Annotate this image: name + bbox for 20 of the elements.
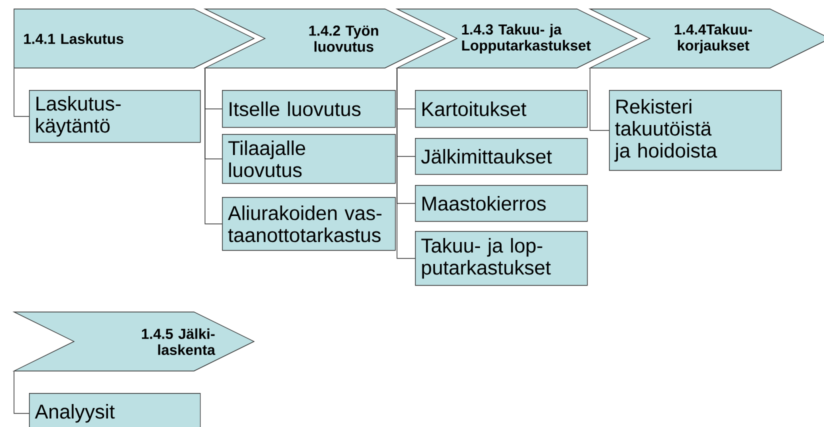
task-box: Maastokierros [415,185,588,222]
connector-line [204,68,222,224]
phase-banner: 1.4.5 Jälki- laskenta [12,312,255,372]
task-box: Itselle luovutus [222,90,396,128]
task-box: Laskutus- käytäntö [29,90,201,143]
task-box: Rekisteri takuutöistä ja hoidoista [609,90,782,171]
phase-banner: 1.4.1 Laskutus [14,8,255,68]
task-box: Analyysit [29,392,201,427]
phase-banner: 1.4.3 Takuu- ja Lopputarkastukset [396,8,638,68]
connector-line [396,68,416,259]
task-box: Kartoitukset [415,90,588,128]
node-label: 1.4.4Takuu- korjaukset [674,24,752,54]
connector-line [590,68,610,131]
task-box: Aliurakoiden vas- taanottotarkastus [222,197,396,251]
phase-banner: 1.4.2 Työn luovutus [204,8,446,68]
task-box: Tilaajalle luovutus [222,134,396,184]
connector-line [14,371,30,414]
connector-line [14,68,30,117]
task-box: Jälkimittaukset [415,138,588,175]
task-box: Takuu- ja lop- putarkastukset [415,231,588,286]
